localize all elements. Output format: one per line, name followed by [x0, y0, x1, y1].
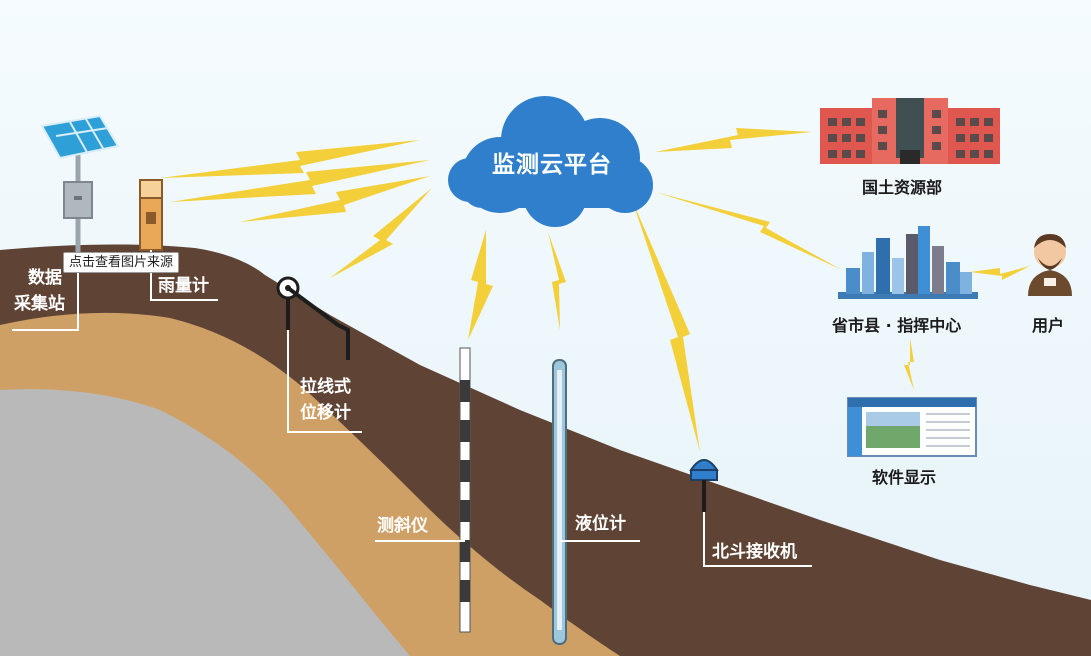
city-skyline-icon [838, 226, 978, 299]
bolt-user [970, 266, 1030, 280]
station-label-line1: 数据 [28, 268, 62, 288]
bolt-displacement [240, 176, 430, 222]
callout-beidou [703, 512, 812, 567]
displacement-meter-icon [276, 276, 350, 360]
ministry-label: 国土资源部 [862, 178, 943, 197]
displacement-label-line1: 拉线式 [300, 377, 351, 397]
bolt-inclinometer-top [330, 188, 432, 278]
beidou-receiver-icon [689, 459, 719, 512]
callout-station [12, 255, 79, 331]
beidou-label: 北斗接收机 [712, 542, 797, 562]
image-source-tooltip[interactable]: 点击查看图片来源 [63, 252, 180, 273]
bolt-level-meter [548, 232, 566, 330]
data-station-icon [40, 114, 120, 255]
bolt-rain-gauge [170, 160, 430, 202]
station-label-line2: 采集站 [14, 294, 65, 314]
bolt-software [904, 338, 914, 390]
bolt-station [160, 140, 420, 178]
inclinometer-icon [459, 347, 471, 633]
software-screen-icon [847, 397, 977, 457]
user-avatar-icon [1028, 234, 1072, 296]
level-meter-label: 液位计 [575, 514, 626, 534]
ministry-building-icon [820, 98, 1000, 164]
bolt-inclinometer [468, 230, 493, 340]
cloud-platform [448, 96, 653, 227]
bolt-ministry [655, 128, 812, 152]
displacement-label-line2: 位移计 [300, 403, 351, 423]
level-meter-icon [552, 359, 567, 645]
cloud-platform-title: 监测云平台 [492, 152, 612, 178]
rain-gauge-icon [139, 179, 163, 251]
command-center-label: 省市县 · 指挥中心 [832, 316, 962, 335]
callout-lines [12, 250, 812, 567]
inclinometer-label: 测斜仪 [377, 516, 428, 536]
user-label: 用户 [1032, 316, 1065, 335]
bedrock-layer [0, 389, 410, 656]
software-label: 软件显示 [872, 468, 937, 487]
callout-displacement [287, 330, 362, 433]
rain-gauge-label: 雨量计 [158, 276, 209, 296]
bolt-beidou [632, 200, 700, 452]
signal-bolts [160, 128, 1030, 452]
